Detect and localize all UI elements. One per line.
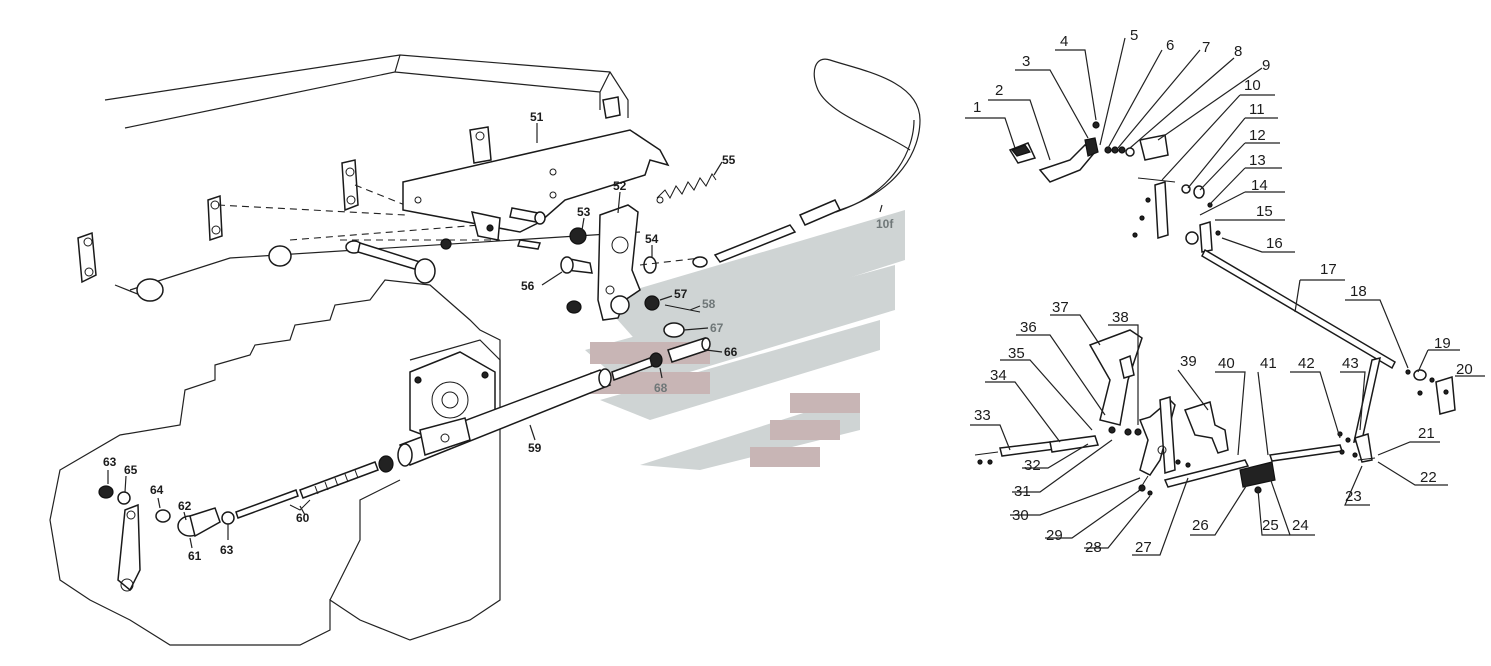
callout-25: 25 [1262,517,1279,534]
callout-4: 4 [1060,33,1068,50]
callout-55: 55 [722,153,736,167]
callout-12: 12 [1249,127,1266,144]
throttle-cable [692,58,921,268]
callout-15: 15 [1256,203,1273,220]
callout-32: 32 [1024,457,1041,474]
rod-60 [98,455,394,538]
shaft-59 [397,337,711,467]
callout-64: 64 [150,483,164,497]
callout-19: 19 [1434,335,1451,352]
callout-56: 56 [521,279,535,293]
callout-38: 38 [1112,309,1129,326]
lever-52 [560,204,701,368]
callout-14: 14 [1251,177,1268,194]
callout-60: 60 [296,511,310,525]
callout-62: 62 [178,499,192,513]
callout-57: 57 [674,287,688,301]
right-callouts: 1 2 3 4 5 6 7 8 9 10 11 12 13 14 15 16 1… [965,27,1485,556]
frame-rail [77,54,641,302]
engine-block [49,279,501,646]
callout-66: 66 [724,345,738,359]
callout-5: 5 [1130,27,1138,44]
callout-13: 13 [1249,152,1266,169]
callout-65: 65 [124,463,138,477]
callout-16: 16 [1266,235,1283,252]
callout-53: 53 [577,205,591,219]
callout-42: 42 [1298,355,1315,372]
callout-18: 18 [1350,283,1367,300]
callout-17: 17 [1320,261,1337,278]
pedal-assembly [974,121,1456,496]
callout-36: 36 [1020,319,1037,336]
callout-23: 23 [1345,488,1362,505]
callout-37: 37 [1052,299,1069,316]
callout-68: 68 [654,381,668,395]
callout-3: 3 [1022,53,1030,70]
callout-6: 6 [1166,37,1174,54]
callout-26: 26 [1192,517,1209,534]
callout-1: 1 [973,99,981,116]
left-callouts: 51 52 53 54 55 56 57 58 67 66 68 59 60 6… [103,110,894,563]
callout-21: 21 [1418,425,1435,442]
callout-35: 35 [1008,345,1025,362]
callout-8: 8 [1234,43,1242,60]
callout-67: 67 [710,321,724,335]
callout-52: 52 [613,179,627,193]
callout-27: 27 [1135,539,1152,556]
bracket-51 [402,129,670,241]
callout-22: 22 [1420,469,1437,486]
callout-9: 9 [1262,57,1270,74]
callout-31: 31 [1014,483,1031,500]
callout-34: 34 [990,367,1007,384]
callout-30: 30 [1012,507,1029,524]
callout-10f: 10f [876,217,894,231]
callout-63a: 63 [103,455,117,469]
callout-59: 59 [528,441,542,455]
callout-41: 41 [1260,355,1277,372]
callout-29: 29 [1046,527,1063,544]
callout-20: 20 [1456,361,1473,378]
callout-58: 58 [702,297,716,311]
spring-55 [656,173,717,204]
callout-24: 24 [1292,517,1309,534]
callout-33: 33 [974,407,991,424]
callout-10: 10 [1244,77,1261,94]
callout-43: 43 [1342,355,1359,372]
callout-7: 7 [1202,39,1210,56]
callout-40: 40 [1218,355,1235,372]
bolt [345,207,546,284]
callout-51: 51 [530,110,544,124]
callout-11: 11 [1249,101,1265,118]
lever-arm [117,503,141,592]
callout-39: 39 [1180,353,1197,370]
callout-2: 2 [995,82,1003,99]
callout-28: 28 [1085,539,1102,556]
callout-54: 54 [645,232,659,246]
callout-63b: 63 [220,543,234,557]
callout-61: 61 [188,549,202,563]
